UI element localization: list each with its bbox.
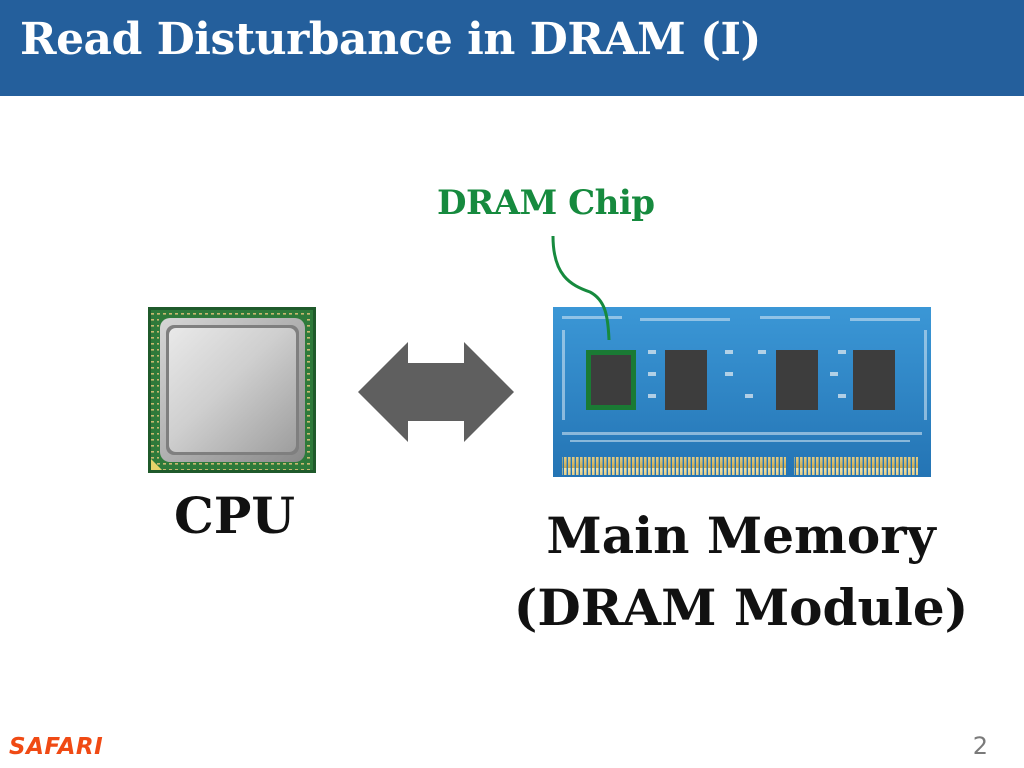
main-memory-label: Main Memory (DRAM Module) — [506, 500, 976, 644]
cpu-label: CPU — [174, 486, 295, 545]
dram-chip-label: DRAM Chip — [437, 183, 655, 223]
cpu-icon — [148, 307, 316, 473]
main-memory-label-line1: Main Memory — [546, 506, 936, 565]
safari-logo: SAFARI — [9, 734, 104, 760]
main-memory-label-line2: (DRAM Module) — [513, 578, 969, 637]
bidirectional-arrow-icon — [358, 342, 514, 442]
slide-title: Read Disturbance in DRAM (I) — [20, 14, 761, 65]
title-bar: Read Disturbance in DRAM (I) — [0, 0, 1024, 96]
dram-module-icon — [553, 307, 931, 477]
page-number: 2 — [972, 732, 988, 760]
chip-pointer-line — [551, 235, 611, 341]
